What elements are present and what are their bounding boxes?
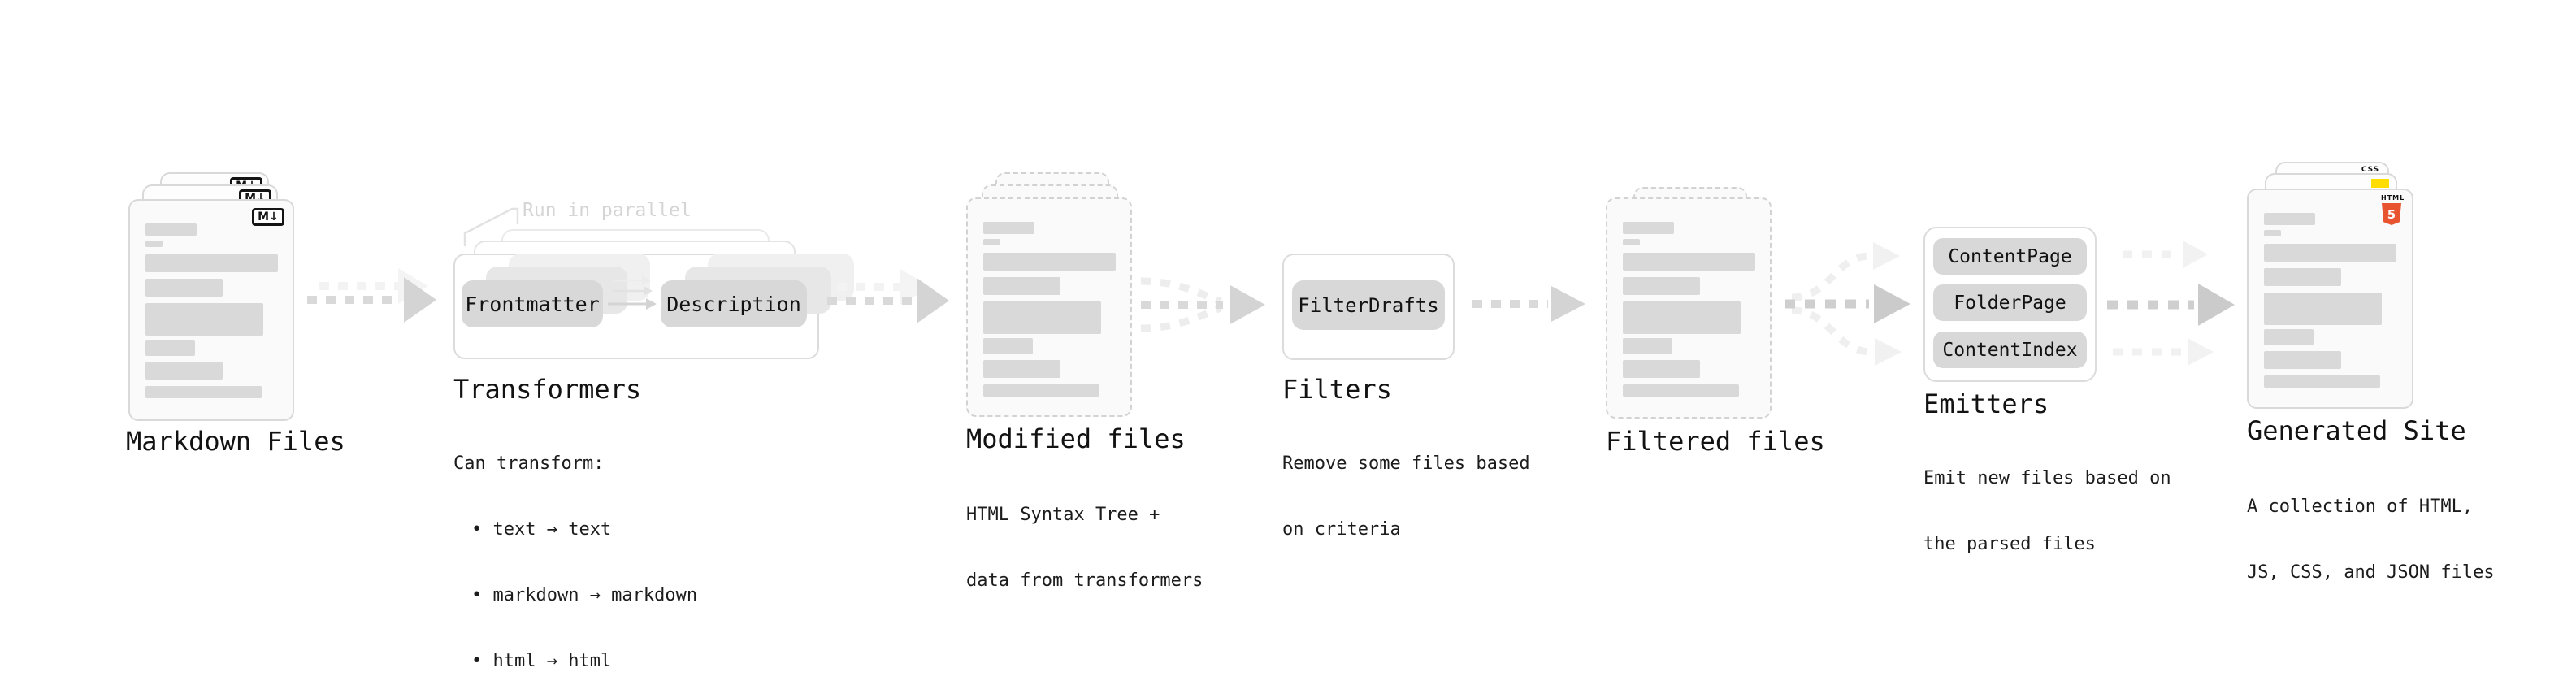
frontmatter-box: Frontmatter [462,280,603,327]
text-line-placeholder [2264,329,2314,345]
text-line-placeholder [1623,338,1672,354]
text-line-placeholder [983,239,1000,245]
filters-description-line: Remove some files based [1282,453,1530,474]
text-line-placeholder [983,360,1060,378]
arrow-markdown-to-transformers [307,268,436,323]
text-line-placeholder [145,303,263,336]
run-in-parallel-note: Run in parallel [523,200,692,221]
text-line-placeholder [1623,301,1741,334]
text-line-placeholder [1623,360,1700,378]
text-line-placeholder [145,223,197,236]
text-line-placeholder [2264,293,2382,325]
markdown-badge-icon: M↓ [252,208,284,226]
text-line-placeholder [983,277,1060,295]
text-line-placeholder [2264,213,2315,225]
text-line-placeholder [145,279,223,297]
filters-description-line: on criteria [1282,519,1401,540]
html5-logo-shield: 5 [2382,203,2401,225]
arrow-filtered-to-emitters [1785,242,1910,366]
stage-label-filters: Filters [1282,374,1392,405]
text-line-placeholder [2264,351,2341,369]
generated-site-description-line: A collection of HTML, [2247,497,2474,517]
html5-logo-word: HTML [2381,194,2405,202]
generated-site-description-line: JS, CSS, and JSON files [2247,562,2495,583]
stage-label-markdown-files: Markdown Files [126,426,345,457]
text-line-placeholder [2264,375,2380,388]
text-line-placeholder [1623,384,1739,397]
text-line-placeholder [983,384,1099,397]
modified-file-card-front [966,197,1132,417]
filterdrafts-box: FilterDrafts [1292,280,1445,330]
description-box: Description [661,280,807,327]
text-line-placeholder [2264,268,2341,286]
filtered-file-card-front [1606,197,1772,419]
markdown-files-stack: M↓ M↓ M↓ [126,162,313,430]
modified-files-description: HTML Syntax Tree + data from transformer… [966,460,1203,635]
text-line-placeholder [983,301,1101,334]
text-line-placeholder [983,222,1034,234]
text-line-placeholder [1623,277,1700,295]
stage-label-transformers: Transformers [453,374,642,405]
transformers-description-title: Can transform: [453,453,605,474]
text-line-placeholder [2264,244,2396,262]
filtered-files-stack [1606,187,1785,427]
stage-label-filtered-files: Filtered files [1606,426,1825,457]
text-line-placeholder [983,338,1033,354]
generated-site-description: A collection of HTML, JS, CSS, and JSON … [2247,452,2495,627]
arrow-modified-to-filters [1140,277,1265,332]
text-line-placeholder [1623,239,1640,245]
modified-files-stack [966,172,1145,424]
text-line-placeholder [145,340,195,356]
arrow-emitters-to-generated [2107,241,2235,366]
arrow-filters-to-filtered [1472,286,1585,322]
css-badge-label: CSS [2361,166,2380,174]
emitters-description-line: the parsed files [1923,534,2096,554]
text-line-placeholder [983,253,1116,271]
stage-label-generated-site: Generated Site [2247,415,2466,446]
text-line-placeholder [1623,222,1674,234]
transformers-stack: Frontmatter Description [453,229,854,367]
text-line-placeholder [1623,253,1755,271]
js-file-badge-icon [2371,179,2389,188]
generated-site-stack: CSS HTML 5 [2247,162,2426,414]
text-line-placeholder [2264,230,2281,236]
emitters-group: ContentPage FolderPage ContentIndex [1923,227,2097,382]
transformers-description: Can transform: • text → text • markdown … [453,409,697,681]
generated-file-card-html: HTML 5 [2247,189,2413,409]
emitters-description-line: Emit new files based on [1923,468,2171,488]
text-line-placeholder [145,362,223,380]
emitter-box-contentindex: ContentIndex [1933,332,2087,368]
text-line-placeholder [145,254,278,272]
transformers-bullet: • markdown → markdown [471,585,698,605]
emitters-description: Emit new files based on the parsed files [1923,423,2171,599]
text-line-placeholder [145,386,262,398]
transformers-bullet: • text → text [471,519,612,540]
filters-description: Remove some files based on criteria [1282,409,1530,584]
transformers-bullet: • html → html [471,651,612,671]
modified-files-description-line: data from transformers [966,570,1203,591]
html5-logo-icon: HTML 5 [2381,194,2405,225]
stage-label-modified-files: Modified files [966,423,1186,454]
filters-group: FilterDrafts [1282,254,1455,360]
text-line-placeholder [145,241,163,247]
modified-files-description-line: HTML Syntax Tree + [966,505,1160,525]
emitter-box-folderpage: FolderPage [1933,284,2087,321]
stage-label-emitters: Emitters [1923,388,2049,419]
emitter-box-contentpage: ContentPage [1933,238,2087,275]
html5-logo-number: 5 [2387,206,2396,222]
markdown-file-card-front: M↓ [128,199,294,421]
